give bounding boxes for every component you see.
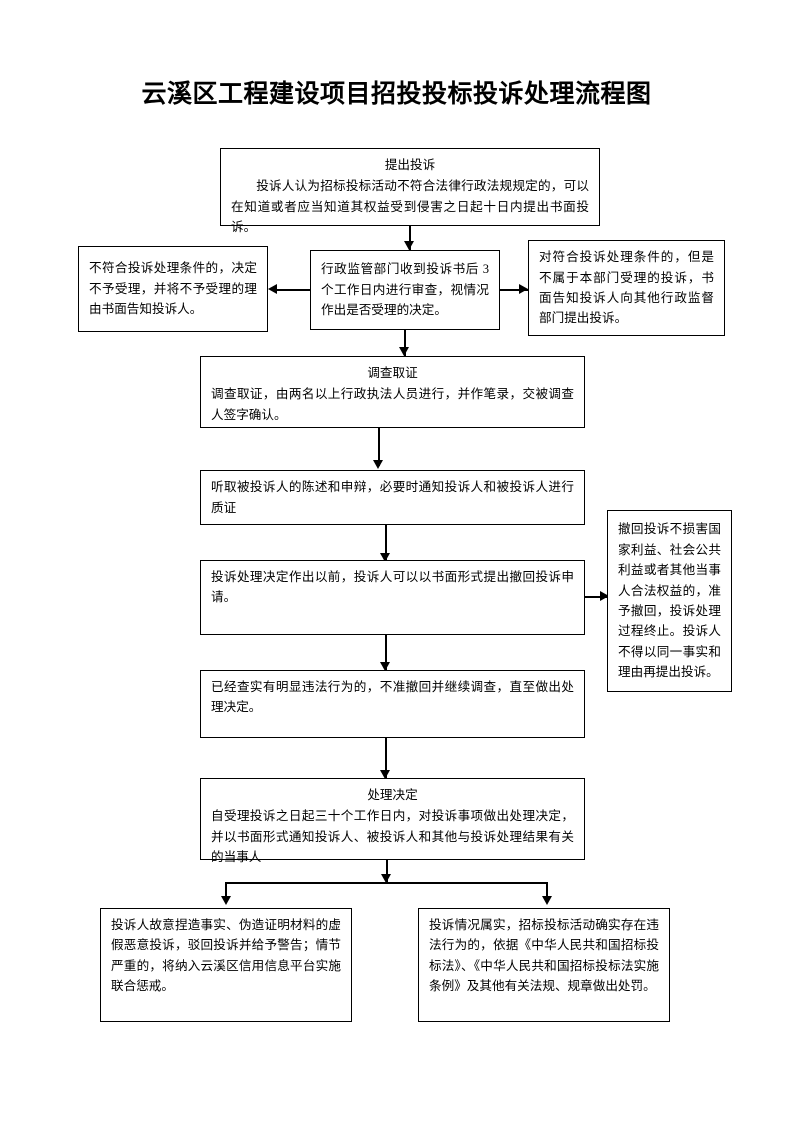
arrow-handling-to-violation-penalty bbox=[541, 896, 552, 905]
node-not-accepted-body: 不符合投诉处理条件的，决定不予受理，并将不予受理的理由书面告知投诉人。 bbox=[89, 261, 257, 317]
node-handling-decision-heading: 处理决定 bbox=[367, 788, 418, 802]
node-withdraw-allowed: 撤回投诉不损害国家利益、社会公共利益或者其他当事人合法权益的，准予撤回，投诉处理… bbox=[607, 510, 732, 692]
node-violation-penalty: 投诉情况属实，招标投标活动确实存在违法行为的，依据《中华人民共和国招标投标法》、… bbox=[418, 908, 670, 1022]
node-not-accepted: 不符合投诉处理条件的，决定不予受理，并将不予受理的理由书面告知投诉人。 bbox=[78, 246, 268, 332]
arrow-handling-stem bbox=[381, 874, 392, 883]
arrow-denied-to-handling bbox=[380, 770, 391, 779]
node-hearing-body: 听取被投诉人的陈述和申辩，必要时通知投诉人和被投诉人进行质证 bbox=[211, 480, 574, 515]
connector-handling-right-drop bbox=[546, 882, 548, 902]
connector-review-to-not-accepted bbox=[277, 289, 310, 291]
node-transfer-other-dept-body: 对符合投诉处理条件的，但是不属于本部门受理的投诉，书面告知投诉人向其他行政监督部… bbox=[539, 250, 714, 326]
node-withdraw-denied-body: 已经查实有明显违法行为的，不准撤回并继续调查，直至做出处理决定。 bbox=[211, 680, 574, 715]
arrow-withdraw-to-allowed bbox=[600, 591, 609, 602]
connector-denied-to-handling bbox=[385, 738, 387, 778]
connector-hearing-to-withdraw bbox=[385, 525, 387, 560]
arrow-investigation-to-hearing bbox=[373, 460, 384, 469]
connector-handling-stem bbox=[386, 860, 388, 882]
arrow-review-to-investigation bbox=[399, 347, 410, 356]
connector-review-to-investigation bbox=[404, 330, 406, 356]
arrow-withdraw-to-denied bbox=[380, 662, 391, 671]
connector-withdraw-to-denied bbox=[385, 635, 387, 670]
arrow-submit-to-review bbox=[404, 241, 415, 250]
arrow-hearing-to-withdraw bbox=[380, 553, 391, 562]
node-handling-decision-body: 自受理投诉之日起三十个工作日内，对投诉事项做出处理决定，并以书面形式通知投诉人、… bbox=[211, 809, 574, 865]
connector-submit-to-review bbox=[409, 226, 411, 250]
node-withdraw-allowed-body: 撤回投诉不损害国家利益、社会公共利益或者其他当事人合法权益的，准予撤回，投诉处理… bbox=[618, 522, 721, 680]
arrow-handling-to-false-complaint bbox=[220, 896, 231, 905]
connector-investigation-to-hearing bbox=[378, 428, 380, 466]
node-handling-decision: 处理决定 自受理投诉之日起三十个工作日内，对投诉事项做出处理决定，并以书面形式通… bbox=[200, 778, 585, 864]
node-transfer-other-dept: 对符合投诉处理条件的，但是不属于本部门受理的投诉，书面告知投诉人向其他行政监督部… bbox=[528, 240, 725, 336]
node-hearing: 听取被投诉人的陈述和申辩，必要时通知投诉人和被投诉人进行质证 bbox=[200, 470, 585, 525]
node-false-complaint-body: 投诉人故意捏造事实、伪造证明材料的虚假恶意投诉，驳回投诉并给予警告；情节严重的，… bbox=[111, 918, 341, 994]
arrow-review-to-transfer bbox=[519, 284, 528, 295]
page-title: 云溪区工程建设项目招投投标投诉处理流程图 bbox=[141, 80, 652, 108]
node-submit-complaint-body: 投诉人认为招标投标活动不符合法律行政法规规定的，可以在知道或者应当知道其权益受到… bbox=[231, 179, 589, 235]
node-submit-complaint-heading: 提出投诉 bbox=[384, 158, 436, 172]
arrow-review-to-not-accepted bbox=[268, 284, 277, 295]
node-investigation-body: 调查取证，由两名以上行政执法人员进行，并作笔录，交被调查人签字确认。 bbox=[211, 387, 574, 422]
node-submit-complaint: 提出投诉 投诉人认为招标投标活动不符合法律行政法规规定的，可以在知道或者应当知道… bbox=[220, 148, 600, 234]
node-false-complaint: 投诉人故意捏造事实、伪造证明材料的虚假恶意投诉，驳回投诉并给予警告；情节严重的，… bbox=[100, 908, 352, 1022]
connector-handling-left-drop bbox=[225, 882, 227, 902]
node-review-decision: 行政监管部门收到投诉书后 3 个工作日内进行审查，视情况作出是否受理的决定。 bbox=[310, 250, 500, 330]
node-investigation: 调查取证 调查取证，由两名以上行政执法人员进行，并作笔录，交被调查人签字确认。 bbox=[200, 356, 585, 428]
connector-withdraw-to-allowed bbox=[585, 596, 607, 598]
node-investigation-heading: 调查取证 bbox=[367, 366, 418, 380]
node-withdraw-request-body: 投诉处理决定作出以前，投诉人可以以书面形式提出撤回投诉申请。 bbox=[211, 570, 574, 605]
connector-review-to-transfer bbox=[500, 289, 528, 291]
connector-handling-split-bar bbox=[225, 882, 547, 884]
node-review-decision-body: 行政监管部门收到投诉书后 3 个工作日内进行审查，视情况作出是否受理的决定。 bbox=[321, 262, 489, 318]
node-violation-penalty-body: 投诉情况属实，招标投标活动确实存在违法行为的，依据《中华人民共和国招标投标法》、… bbox=[429, 918, 659, 994]
node-withdraw-request: 投诉处理决定作出以前，投诉人可以以书面形式提出撤回投诉申请。 bbox=[200, 560, 585, 635]
node-withdraw-denied: 已经查实有明显违法行为的，不准撤回并继续调查，直至做出处理决定。 bbox=[200, 670, 585, 738]
